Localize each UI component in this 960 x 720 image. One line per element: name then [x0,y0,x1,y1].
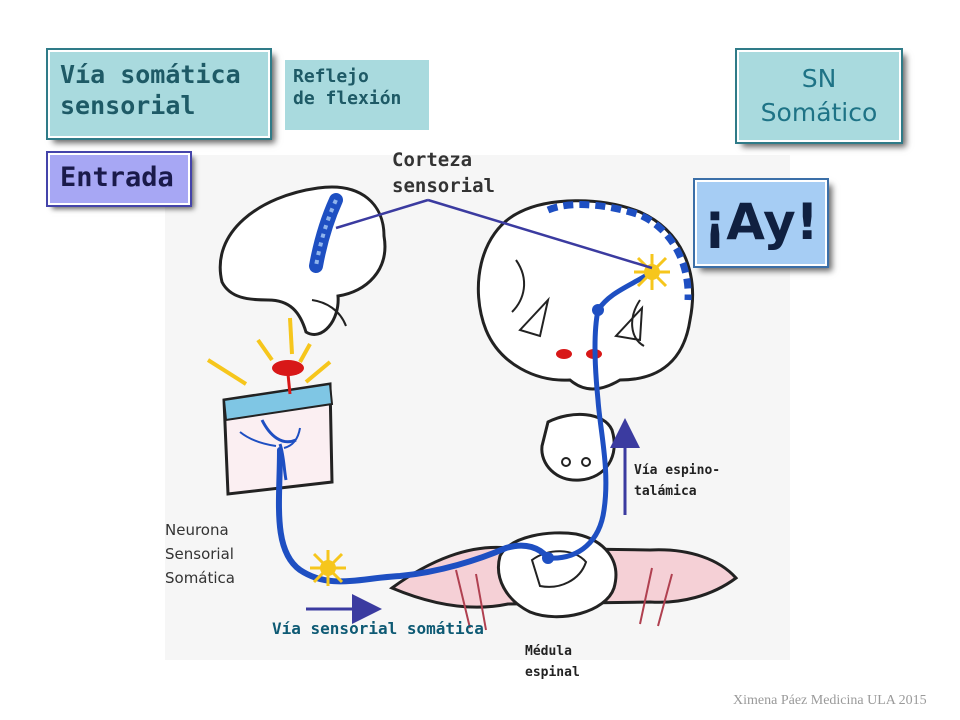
stimulus-pin [206,317,332,395]
reflejo-line-1: Reflejo [293,66,369,87]
neurona-line-1: Neurona [165,521,229,539]
skin-block [222,382,334,496]
ay-label: ¡Ay! [703,193,819,251]
spinothalamic-fiber [545,269,655,561]
brain-side-view [218,185,387,336]
reflejo-box: Reflejo de flexión [285,60,429,130]
espino-line-2: talámica [634,484,697,499]
leader-line-cortex [427,198,653,270]
via-sensorial-label: Vía sensorial somática [272,619,484,638]
espino-line-1: Vía espino- [634,463,721,478]
entrada-label: Entrada [60,162,174,193]
sn-line-2: Somático [760,98,878,127]
brain-coronal-section [476,199,695,391]
medula-line-2: espinal [525,665,580,680]
pain-star-cortex [634,254,670,290]
sn-somatico-box: SN Somático [737,50,901,142]
thalamus-dot [592,304,604,316]
medula-line-1: Médula [525,644,572,659]
corteza-label: Corteza sensorial [392,147,495,199]
reflejo-line-2: de flexión [293,88,402,109]
credit-text: Ximena Páez Medicina ULA 2015 [733,693,927,708]
ay-box: ¡Ay! [695,180,827,266]
leader-line-brain [335,198,429,230]
neurona-label: Neurona Sensorial Somática [165,518,235,590]
entrada-box: Entrada [48,153,190,205]
title-line-2: sensorial [60,91,196,120]
neurona-line-2: Sensorial [165,545,234,563]
spinal-cord-segment [388,531,739,631]
medula-label: Médula espinal [525,641,580,683]
sensory-neuron-fiber [275,447,551,585]
title-line-1: Vía somática [60,60,241,89]
ganglion-star [310,550,346,586]
synapse-dot [542,552,554,564]
corteza-line-2: sensorial [392,175,495,197]
espinotalamica-label: Vía espino- talámica [634,460,720,502]
brainstem-section [540,412,616,482]
sn-line-1: SN [801,64,837,93]
neurona-line-3: Somática [165,569,235,587]
title-box: Vía somática sensorial [48,50,270,138]
corteza-line-1: Corteza [392,149,473,171]
